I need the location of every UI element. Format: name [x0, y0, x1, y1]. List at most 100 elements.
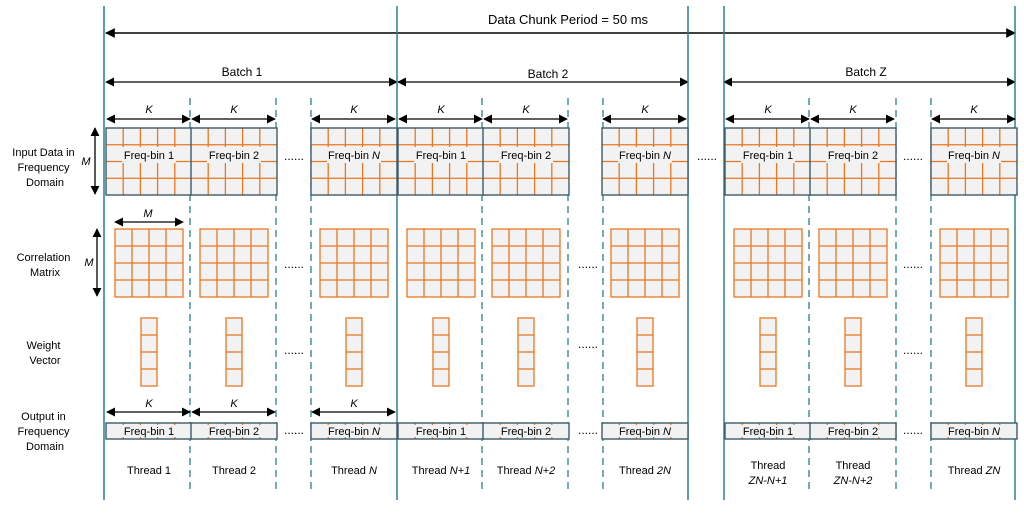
k-label: K [764, 104, 772, 116]
output-label-bg [616, 425, 674, 437]
ellipsis: ...... [903, 257, 923, 271]
ellipsis: ...... [578, 423, 598, 437]
thread-label: Thread [751, 460, 786, 472]
thread-label: Thread 2N [619, 465, 671, 477]
k-label: K [230, 104, 238, 116]
ellipsis: ...... [284, 149, 304, 163]
output-bin-label: Freq-bin 1 [416, 426, 466, 438]
ellipsis: ...... [903, 423, 923, 437]
thread-column-4: K Freq-bin 1 Freq-bin 1 Thread N+1 [397, 104, 485, 477]
k-label: K [641, 104, 649, 116]
input-block [809, 127, 897, 196]
ellipsis: ...... [903, 343, 923, 357]
input-label-bg [826, 147, 880, 163]
output-label-bg [497, 425, 555, 437]
output-bin-label: Freq-bin N [619, 426, 671, 438]
m-label-corr: M [84, 257, 94, 269]
output-block [310, 422, 398, 440]
batch-label-2: Batch 2 [528, 67, 569, 81]
output-block [809, 422, 897, 440]
input-block [190, 127, 278, 196]
thread-column-3: K Freq-bin N Freq-bin N Thread N [310, 104, 398, 477]
thread-label: Thread [836, 460, 871, 472]
thread-label: ZN-N+2 [833, 475, 873, 487]
output-label-bg [945, 425, 1003, 437]
batch-label-1: Batch 1 [222, 65, 263, 79]
k-label: K [970, 104, 978, 116]
input-label-bg [414, 147, 468, 163]
freq-bin-label: Freq-bin 2 [828, 150, 878, 162]
ellipsis: ...... [284, 257, 304, 271]
input-label-bg [741, 147, 795, 163]
output-block [482, 422, 570, 440]
k-label: K [145, 104, 153, 116]
output-label-bg [739, 425, 797, 437]
output-label-bg [205, 425, 263, 437]
thread-label: Thread N [331, 465, 377, 477]
k-label: K [437, 104, 445, 116]
output-bin-label: Freq-bin N [948, 426, 1000, 438]
output-block [930, 422, 1018, 440]
title: Data Chunk Period = 50 ms [488, 12, 649, 27]
output-bin-label: Freq-bin 1 [743, 426, 793, 438]
output-label-bg [325, 425, 383, 437]
ellipsis: ...... [903, 149, 923, 163]
input-label-bg [499, 147, 553, 163]
k-label: K [522, 104, 530, 116]
freq-bin-label: Freq-bin 1 [124, 150, 174, 162]
output-label-bg [412, 425, 470, 437]
freq-bin-label: Freq-bin N [328, 150, 380, 162]
row-label-output: Output in Frequency Domain [17, 411, 72, 453]
input-label-bg [122, 147, 176, 163]
input-block [930, 127, 1018, 196]
freq-bin-label: Freq-bin 1 [416, 150, 466, 162]
m-label-input: M [81, 156, 91, 168]
batch-label-3: Batch Z [845, 65, 886, 79]
thread-label: ZN-N+1 [748, 475, 788, 487]
ellipsis: ...... [578, 337, 598, 351]
output-bin-label: Freq-bin N [328, 426, 380, 438]
k-label: K [849, 104, 857, 116]
output-block [190, 422, 278, 440]
k-label-output: K [230, 398, 238, 410]
row-label-input: Input Data in Frequency Domain [12, 147, 77, 189]
freq-bin-label: Freq-bin N [619, 150, 671, 162]
thread-label: Thread 2 [212, 465, 256, 477]
output-bin-label: Freq-bin 2 [209, 426, 259, 438]
output-label-bg [120, 425, 178, 437]
m-label-corr-top: M [143, 208, 153, 220]
input-block [482, 127, 570, 196]
freq-bin-label: Freq-bin 2 [501, 150, 551, 162]
thread-label: Thread N+1 [412, 465, 470, 477]
input-label-bg [207, 147, 261, 163]
row-label-correlation: Correlation Matrix [17, 252, 74, 279]
row-label-weight: Weight Vector [26, 340, 63, 367]
output-label-bg [824, 425, 882, 437]
freq-bin-label: Freq-bin 2 [209, 150, 259, 162]
k-label: K [350, 104, 358, 116]
output-block [601, 422, 689, 440]
thread-column-9: K Freq-bin N Freq-bin N Thread ZN [930, 104, 1018, 477]
ellipsis: ...... [284, 423, 304, 437]
output-bin-label: Freq-bin 2 [828, 426, 878, 438]
ellipsis: ...... [284, 343, 304, 357]
k-label-output: K [350, 398, 358, 410]
output-bin-label: Freq-bin 2 [501, 426, 551, 438]
input-block [310, 127, 398, 196]
k-label-output: K [145, 398, 153, 410]
thread-label: Thread ZN [948, 465, 1001, 477]
freq-bin-label: Freq-bin N [948, 150, 1000, 162]
input-label-bg [947, 147, 1001, 163]
thread-column-6: K Freq-bin N Freq-bin N Thread 2N [601, 104, 689, 477]
input-label-bg [327, 147, 381, 163]
ellipsis: ...... [697, 149, 717, 163]
ellipsis: ...... [578, 257, 598, 271]
input-block [601, 127, 689, 196]
